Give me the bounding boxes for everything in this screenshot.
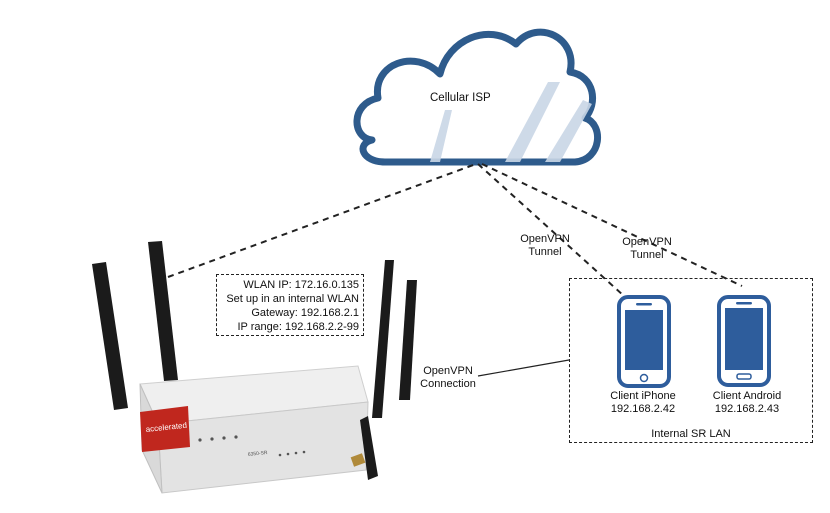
wlan-gateway: Gateway: 192.168.2.1 bbox=[251, 307, 359, 319]
wlan-setup: Set up in an internal WLAN bbox=[226, 293, 359, 305]
lan-label: Internal SR LAN bbox=[651, 428, 731, 440]
wlan-info-box: WLAN IP: 172.16.0.135 Set up in an inter… bbox=[216, 274, 364, 336]
router-cloud-link bbox=[167, 163, 477, 278]
link-lines bbox=[167, 163, 743, 297]
router-brand: accelerated bbox=[145, 421, 187, 434]
tunnel-iphone-line bbox=[477, 163, 625, 297]
internal-lan-box bbox=[569, 278, 813, 443]
tunnel-label-1: OpenVPN Tunnel bbox=[520, 233, 570, 258]
connection-line bbox=[477, 359, 570, 377]
wlan-ip: WLAN IP: 172.16.0.135 bbox=[243, 279, 359, 291]
antenna-left-2 bbox=[148, 241, 178, 381]
iphone-icon bbox=[617, 295, 671, 388]
antenna-left-1 bbox=[92, 262, 128, 410]
client-android-ip: 192.168.2.43 bbox=[714, 403, 780, 415]
router-model: 6350-SR bbox=[248, 450, 269, 458]
client-iphone-name: Client iPhone bbox=[610, 390, 676, 402]
tunnel-android-line bbox=[481, 163, 743, 287]
antenna-right-2 bbox=[372, 260, 394, 418]
wlan-ip-range: IP range: 192.168.2.2-99 bbox=[237, 321, 359, 333]
router-icon: accelerated 6350-SR bbox=[92, 241, 417, 494]
cloud-icon bbox=[353, 28, 601, 166]
client-android-label: Client Android 192.168.2.43 bbox=[702, 390, 792, 416]
antenna-right-1 bbox=[399, 280, 417, 400]
client-android-name: Client Android bbox=[712, 390, 782, 402]
antenna-right-3 bbox=[360, 416, 378, 480]
android-icon bbox=[717, 295, 771, 387]
client-iphone-label: Client iPhone 192.168.2.42 bbox=[598, 390, 688, 416]
cloud-label: Cellular ISP bbox=[430, 92, 491, 104]
connection-label: OpenVPN Connection bbox=[420, 365, 476, 390]
tunnel-label-2: OpenVPN Tunnel bbox=[622, 236, 672, 261]
client-iphone-ip: 192.168.2.42 bbox=[610, 403, 676, 415]
